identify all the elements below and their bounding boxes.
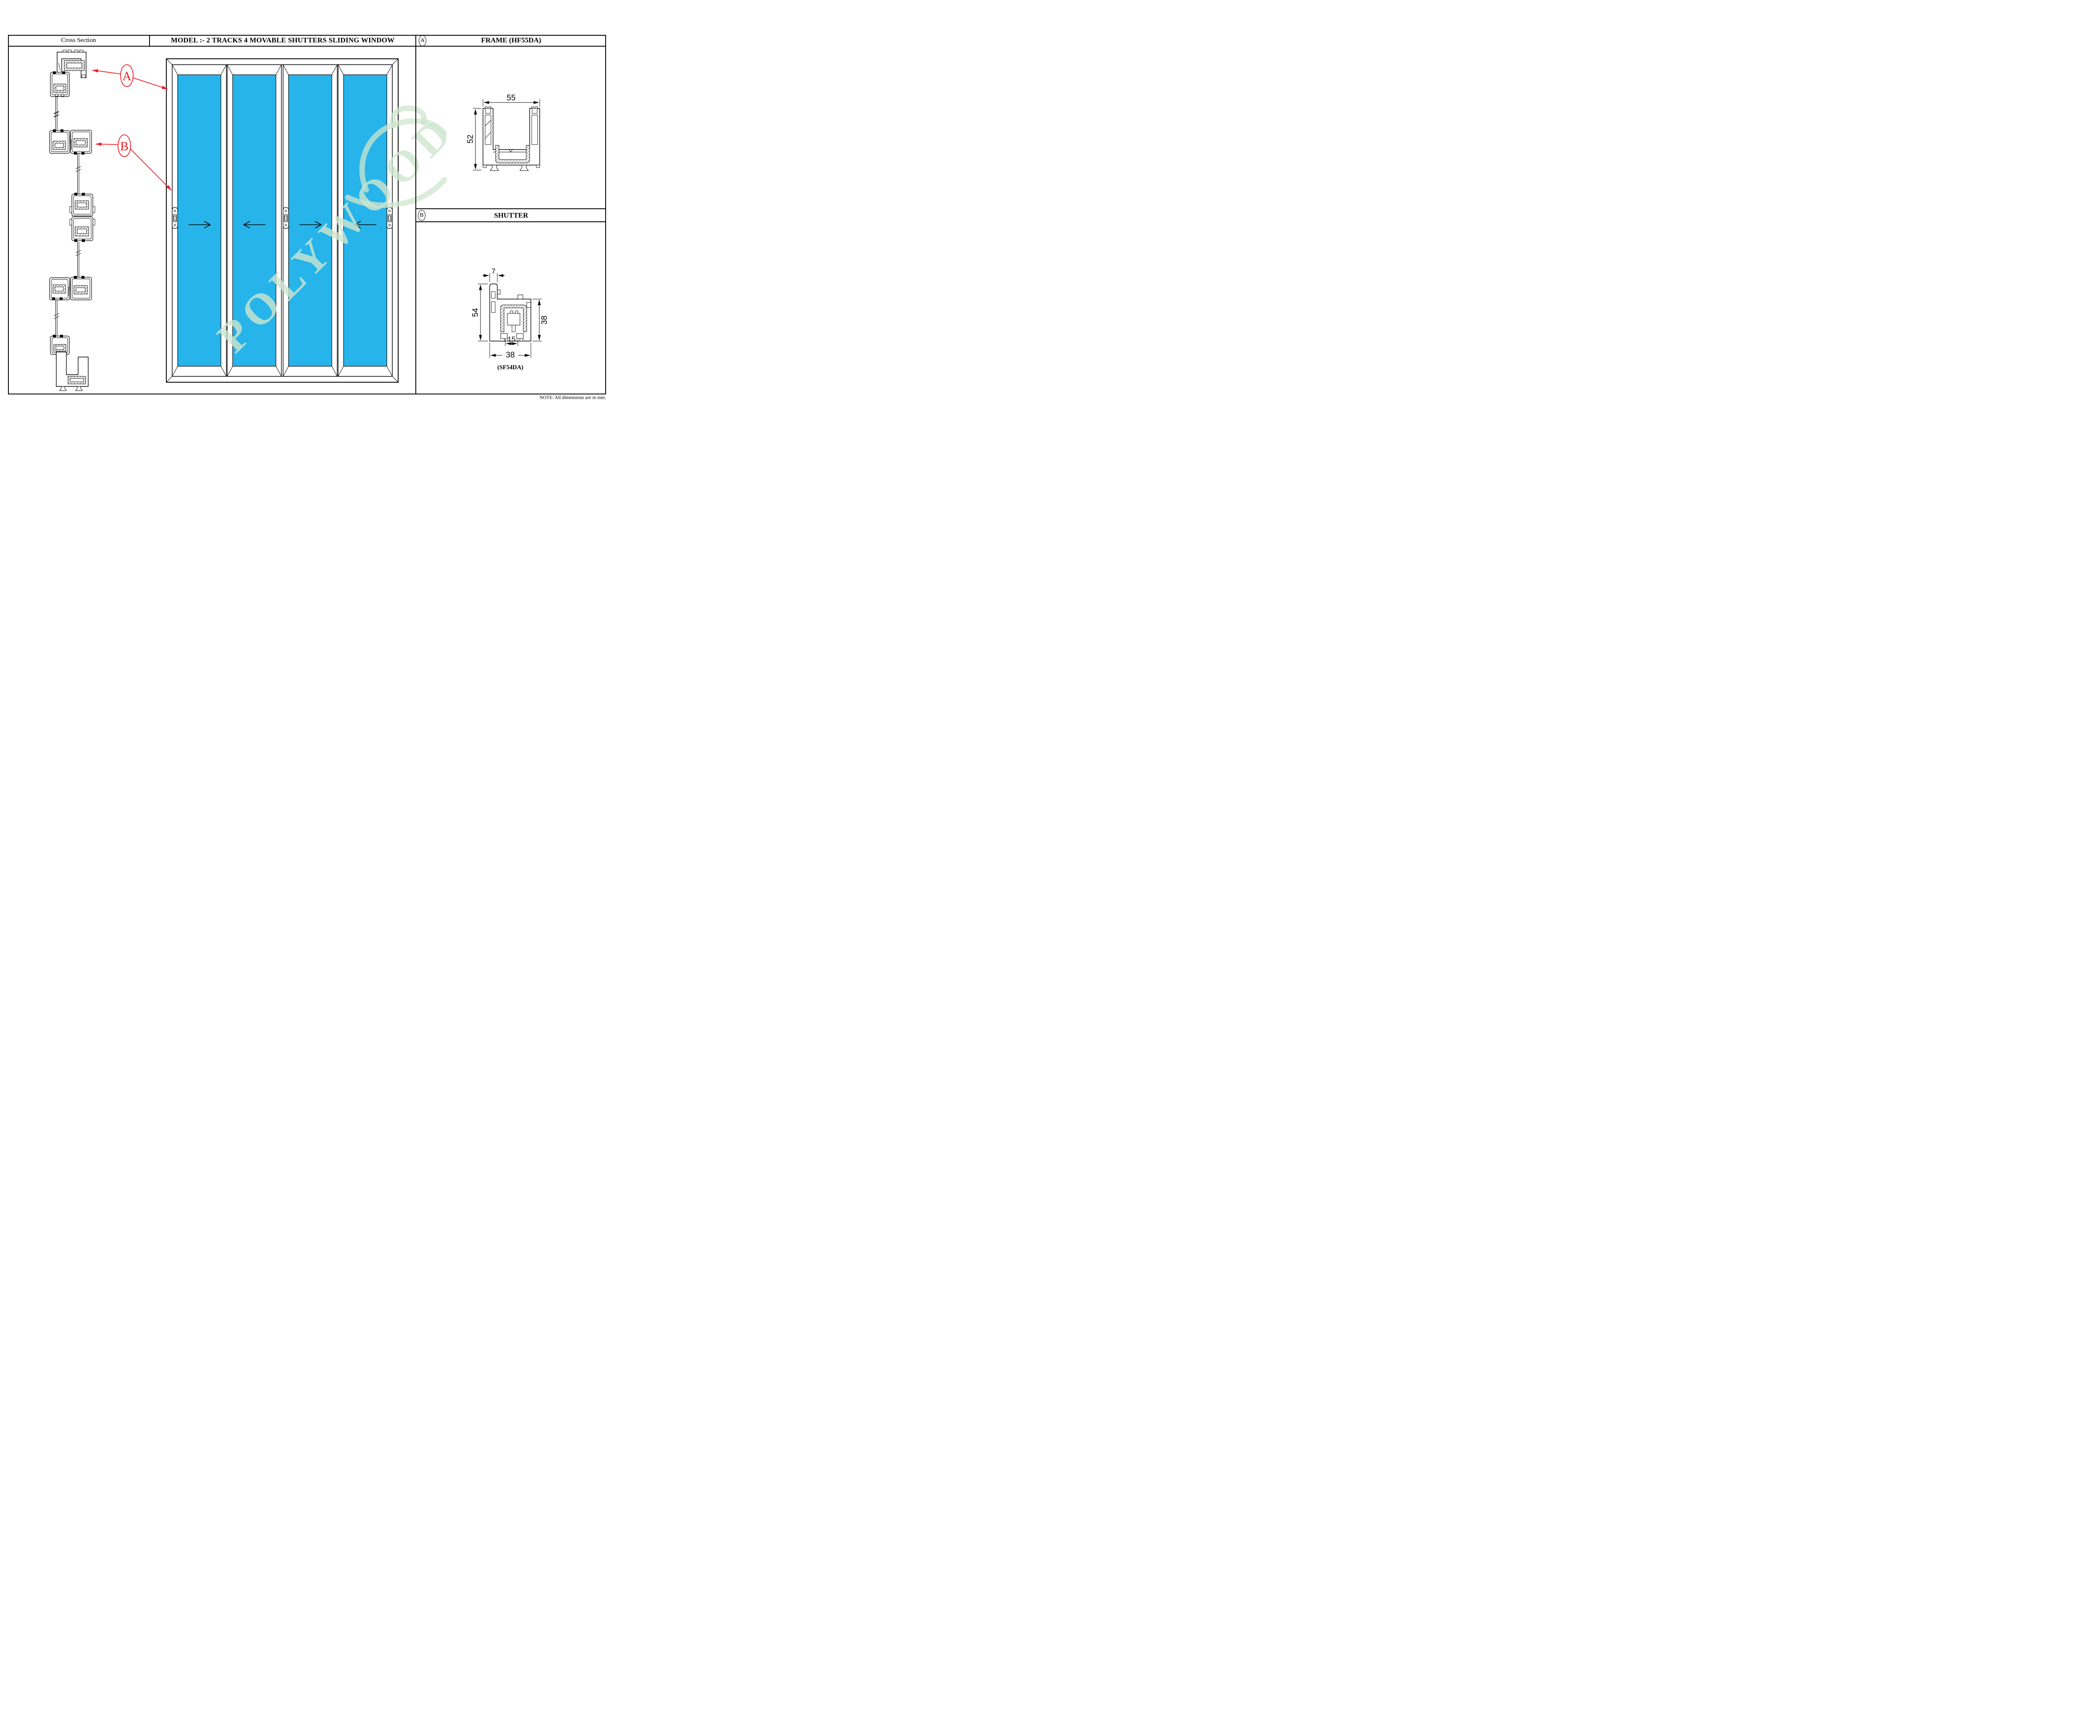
dim-frame-width: 55 xyxy=(483,94,540,107)
annotation-layer: A B xyxy=(92,64,447,208)
svg-text:55: 55 xyxy=(507,94,515,102)
callout-b-label: B xyxy=(120,139,129,153)
svg-text:15: 15 xyxy=(508,335,516,343)
lock-handle-2 xyxy=(283,207,289,229)
slide-arrow-1 xyxy=(189,221,211,228)
lock-handle-3 xyxy=(386,207,393,229)
cross-section-title: Cross Section xyxy=(61,37,96,44)
dim-shutter-inner-width: 15 xyxy=(505,335,518,346)
lock-handle-1 xyxy=(172,207,178,229)
svg-text:38: 38 xyxy=(506,351,514,360)
glass-pane-3 xyxy=(288,74,332,367)
shutter-section-title: SHUTTER xyxy=(494,211,528,219)
frame-sill-profile xyxy=(56,352,89,391)
dim-shutter-height: 54 xyxy=(471,284,488,341)
frame-head-profile xyxy=(57,50,87,84)
window-elevation xyxy=(166,58,399,383)
right-column-divider xyxy=(415,36,416,394)
dim-shutter-body-width: 38 xyxy=(489,343,531,360)
callout-a-label: A xyxy=(122,69,131,83)
dim-shutter-body-height: 38 xyxy=(533,299,549,341)
dim-frame-height: 52 xyxy=(466,108,481,171)
svg-text:38: 38 xyxy=(540,315,549,324)
frame-section-marker: A xyxy=(419,35,426,46)
callout-a-arrow-left xyxy=(92,69,121,74)
svg-text:7: 7 xyxy=(491,267,495,275)
watermark-logo xyxy=(345,105,447,208)
glass-break-1 xyxy=(53,111,59,117)
glass-pane-4 xyxy=(343,74,387,367)
callout-a: A xyxy=(92,64,168,89)
linework-layer: 55 52 7 xyxy=(49,50,549,391)
slide-arrow-4 xyxy=(354,221,376,228)
window-shutter-3 xyxy=(283,64,338,377)
window-shutter-2 xyxy=(227,64,282,377)
header-divider-1 xyxy=(149,36,150,47)
shutter-band-bottom-line xyxy=(416,221,606,222)
interlock-pair-upper xyxy=(49,129,92,155)
shutter-top-profile xyxy=(50,71,70,97)
header-band-divider xyxy=(8,46,606,47)
note-text: NOTE: All dimensions are in mm. xyxy=(539,395,606,400)
shutter-bottom-profile xyxy=(50,335,70,355)
cross-section-drawing xyxy=(49,50,95,391)
svg-text:52: 52 xyxy=(466,134,475,143)
dim-shutter-fin-width: 7 xyxy=(482,267,505,282)
callout-a-arrow-right xyxy=(132,77,168,89)
glass-pane-1 xyxy=(177,74,221,367)
slide-arrow-2 xyxy=(243,221,265,228)
sheet-border xyxy=(8,35,606,394)
shutter-profile-code: (SF54DA) xyxy=(497,364,523,371)
callout-b: B xyxy=(95,134,172,191)
center-meeting-stiles xyxy=(69,193,95,242)
interlock-pair-lower xyxy=(49,276,92,300)
callout-b-arrow-right xyxy=(130,148,172,191)
shutter-band-top-line xyxy=(416,208,606,209)
shutter-profile-drawing: 7 54 38 15 xyxy=(471,267,549,371)
slide-arrow-3 xyxy=(299,221,322,228)
shutter-section-marker: B xyxy=(418,210,425,221)
window-shutter-4 xyxy=(338,64,393,377)
window-shutter-1 xyxy=(172,64,227,377)
drawing-sheet: { "header": { "cross_section": "Cross Se… xyxy=(0,0,614,434)
svg-text:54: 54 xyxy=(471,308,480,317)
model-title: MODEL :- 2 TRACKS 4 MOVABLE SHUTTERS SLI… xyxy=(171,36,395,44)
frame-section-title: FRAME (HF55DA) xyxy=(481,36,541,44)
glass-pane-2 xyxy=(232,74,276,367)
frame-profile-drawing: 55 52 xyxy=(466,94,540,171)
